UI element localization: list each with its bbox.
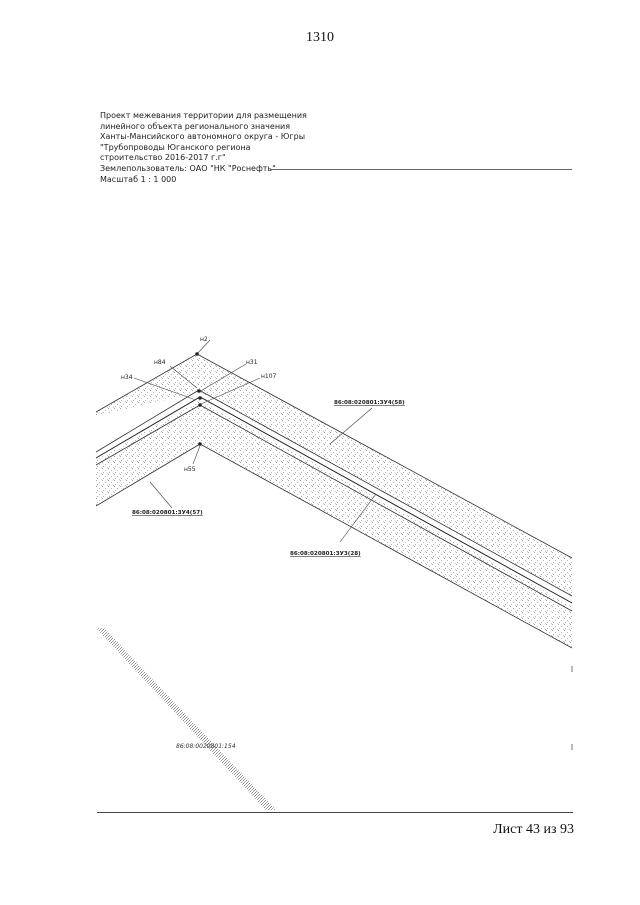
point-label: н84	[154, 359, 166, 366]
parcel-label: 86:08:0020801:154	[176, 743, 236, 750]
turning-point	[195, 352, 199, 356]
leader-line	[133, 377, 197, 401]
leader-line	[192, 445, 201, 465]
point-label: н31	[246, 359, 258, 366]
land-user-line: Землепользователь: ОАО "НК "Роснефть"	[100, 163, 276, 173]
page-number: 1310	[306, 30, 334, 45]
point-label: н107	[261, 373, 277, 380]
title-line: строительство 2016-2017 г.г"	[100, 153, 226, 163]
drawing-title-block: Проект межевания территории для размещен…	[100, 111, 360, 185]
parcel-label: 86:08:020801:ЗУ3(28)	[290, 551, 361, 557]
turning-point	[198, 396, 202, 400]
point-label: н55	[184, 466, 196, 473]
leader-line	[339, 493, 377, 543]
title-line: Проект межевания территории для размещен…	[100, 111, 307, 120]
title-line: линейного объекта регионального значения	[100, 121, 291, 131]
parcel-154-strip	[96, 628, 276, 810]
parcel-label: 86:08:020801:ЗУ4(58)	[334, 400, 405, 406]
leader-line	[196, 339, 211, 355]
turning-point	[198, 403, 202, 407]
point-label: н34	[121, 374, 133, 381]
title-line: "Трубопроводы Юганского региона	[100, 142, 251, 152]
leader-line	[169, 365, 198, 389]
header-underline	[270, 169, 572, 170]
parcel-label: 86:08:020801:ЗУ4(57)	[132, 510, 203, 516]
leader-line	[198, 363, 247, 393]
turning-point	[197, 389, 201, 393]
title-line: Ханты-Мансийского автономного округа - Ю…	[100, 132, 306, 142]
leader-line	[200, 377, 261, 405]
turning-point	[198, 442, 202, 446]
footer-rule	[97, 812, 573, 813]
leader-line	[149, 481, 173, 509]
point-label: н2	[200, 336, 208, 343]
leader-line	[329, 407, 373, 445]
scale-line: Масштаб 1 : 1 000	[100, 174, 177, 184]
sheet-counter: Лист 43 из 93	[493, 822, 574, 837]
